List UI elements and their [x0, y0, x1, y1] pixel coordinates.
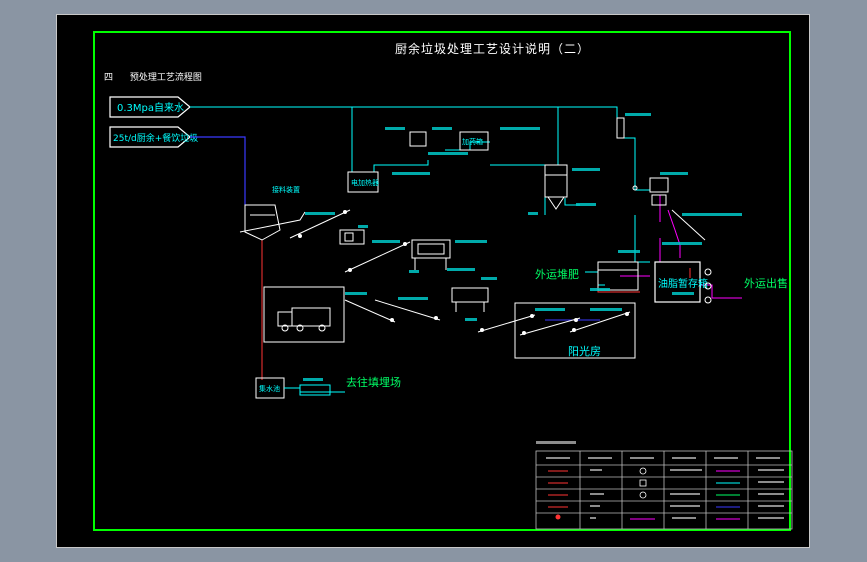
process-annotations — [303, 113, 742, 381]
oil-storage-label: 油脂暂存箱 — [658, 277, 708, 290]
dosing-tank-2 — [459, 131, 489, 151]
water-input-arrow: 0.3Mpa自来水 — [109, 96, 191, 118]
sunroom-label: 阳光房 — [568, 344, 601, 358]
svg-text:加药箱: 加药箱 — [462, 137, 483, 146]
drain-lines — [261, 240, 691, 380]
pipe-to-landfill — [284, 384, 345, 396]
filter-tower — [616, 117, 669, 206]
separation-tank — [597, 261, 639, 291]
sorting-unit-1 — [339, 229, 365, 245]
oil-line — [620, 195, 742, 299]
feed-input-label: 25t/d厨余+餐饮垃圾 — [113, 132, 198, 144]
svg-text:集水池: 集水池 — [259, 384, 280, 393]
oil-storage-box: 油脂暂存箱 — [654, 261, 708, 303]
boiler — [544, 164, 568, 210]
outbound-oil-label: 外运出售 — [744, 276, 788, 290]
feed-line — [190, 136, 246, 205]
press-unit — [411, 239, 451, 270]
page-title: 厨余垃圾处理工艺设计说明（二） — [395, 42, 591, 56]
legend-text-strokes — [546, 457, 784, 519]
conveyor-rollers — [298, 210, 629, 335]
landfill-label: 去往填埋场 — [346, 375, 401, 389]
truck-icon — [277, 307, 331, 332]
sunroom-box: 阳光房 — [514, 302, 636, 359]
section-number: 四 — [104, 73, 114, 83]
pump-symbols — [632, 185, 712, 304]
dewater-unit — [451, 287, 489, 312]
control-cabinet — [347, 171, 379, 193]
outbound-compost-label: 外运堆肥 — [535, 268, 579, 281]
svg-text:电加热器: 电加热器 — [351, 178, 379, 187]
feed-input-arrow: 25t/d厨余+餐饮垃圾 — [109, 126, 198, 148]
water-input-label: 0.3Mpa自来水 — [117, 101, 184, 114]
hopper-label: 接料装置 — [272, 185, 300, 194]
legend-caption-bar — [536, 441, 576, 444]
truck-box — [263, 286, 345, 343]
legend-symbols — [548, 467, 740, 520]
dosing-tank-1 — [409, 131, 427, 147]
legend-table — [535, 450, 793, 530]
conveyors — [239, 209, 706, 336]
section-heading: 四 预处理工艺流程图 — [104, 70, 202, 83]
feed-hopper — [244, 204, 281, 241]
section-title: 预处理工艺流程图 — [129, 73, 202, 83]
drawing-frame — [93, 31, 791, 531]
